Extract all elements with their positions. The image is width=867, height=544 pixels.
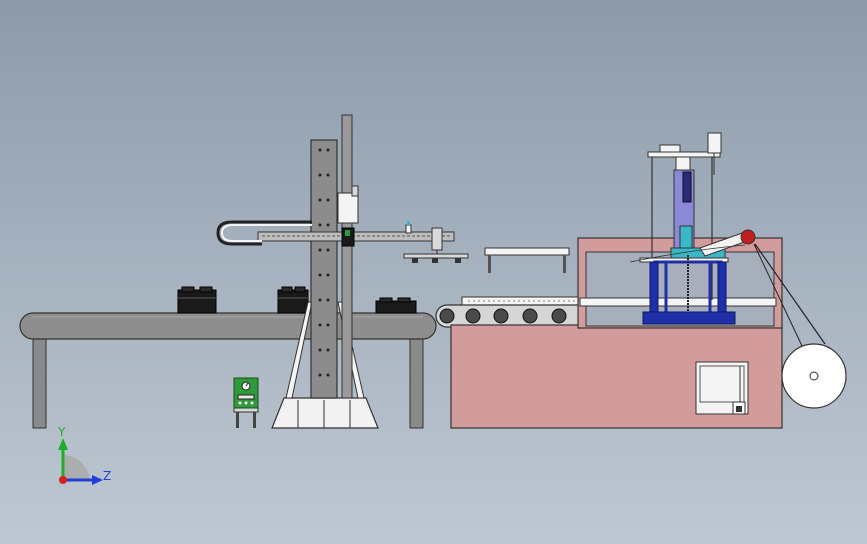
- product-box-3: [375, 297, 417, 314]
- coordinate-triad: Y Z: [57, 425, 111, 485]
- product-box-2: [277, 286, 309, 314]
- control-cabinet: [233, 377, 259, 428]
- gripper-plate: [403, 253, 469, 259]
- film-roll-assembly: [753, 243, 847, 409]
- end-effector: [431, 227, 443, 251]
- horizontal-arm: [257, 231, 455, 242]
- main-column: [310, 139, 338, 399]
- conveyor-leg-right: [409, 335, 424, 429]
- machine-body: [450, 237, 783, 429]
- conveyor-leg-left: [32, 335, 47, 429]
- triad-plane: [63, 455, 90, 480]
- belt-conveyor: [19, 312, 437, 429]
- triad-origin: [59, 476, 67, 484]
- base-plate: [642, 311, 736, 325]
- film-table: [484, 247, 570, 273]
- gantry-base: [271, 397, 379, 429]
- tension-roller: [740, 229, 756, 245]
- cable-chain: [216, 220, 312, 246]
- rear-column: [341, 114, 353, 399]
- z-carriage: [337, 192, 359, 224]
- y-axis-label: Y: [57, 425, 66, 439]
- film-web: [754, 243, 826, 345]
- sensor-icon: [707, 132, 722, 154]
- gantry-robot: [216, 114, 469, 429]
- inner-rail: [579, 297, 777, 307]
- z-axis-label: Z: [103, 469, 111, 483]
- product-box-1: [177, 286, 217, 314]
- wrapping-head: [639, 132, 756, 325]
